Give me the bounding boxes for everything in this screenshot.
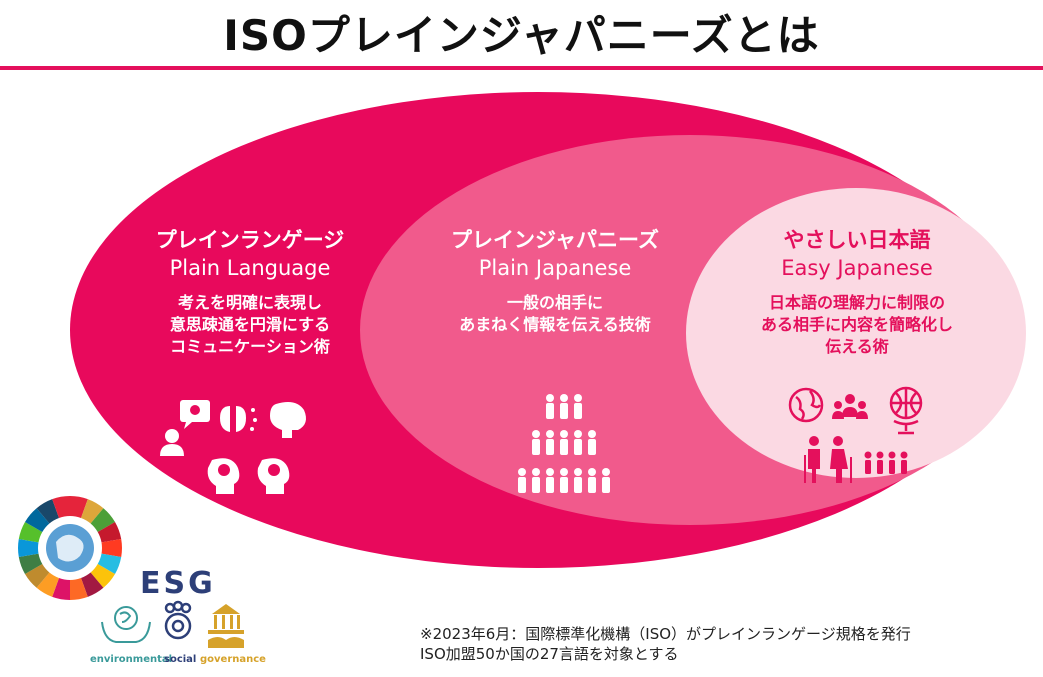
esg-social-label: social xyxy=(164,654,197,665)
esg-environmental-label: environmental xyxy=(90,654,173,665)
people-row-2 xyxy=(532,430,596,455)
plain-language-jp: プレインランゲージ xyxy=(155,228,345,252)
elderly-people-icon xyxy=(804,436,852,483)
people-row-1 xyxy=(546,394,582,419)
plain-language-block: プレインランゲージ Plain Language 考えを明確に表現し 意思疎通を… xyxy=(120,224,380,358)
sdgs-wheel-icon xyxy=(18,495,122,601)
brain-icon xyxy=(270,402,306,438)
footnote: ※2023年6月：国際標準化機構（ISO）がプレインランゲージ規格を発行 ISO… xyxy=(420,624,911,664)
footnote-line-2: ISO加盟50か国の27言語を対象とする xyxy=(420,645,679,663)
page-title: ISOプレインジャパニーズとは xyxy=(223,11,820,60)
environmental-icon xyxy=(101,606,151,643)
globe-stand-icon xyxy=(889,386,923,435)
easy-japanese-block: やさしい日本語 Easy Japanese 日本語の理解力に制限の ある相手に内… xyxy=(722,224,992,358)
esg-governance-label: governance xyxy=(200,654,266,665)
plain-language-desc: 考えを明確に表現し 意思疎通を円滑にする コミュニケーション術 xyxy=(169,293,331,356)
inner-ellipse-easy-japanese xyxy=(686,188,1026,478)
plain-language-en: Plain Language xyxy=(169,256,331,280)
easy-japanese-icons xyxy=(788,386,923,483)
children-icon xyxy=(864,451,908,474)
people-row-3 xyxy=(518,468,610,493)
plain-japanese-en: Plain Japanese xyxy=(478,256,632,280)
plain-japanese-block: プレインジャパニーズ Plain Japanese 一般の相手に あまねく情報を… xyxy=(420,224,690,336)
head-brain-icon xyxy=(207,458,240,494)
easy-japanese-jp: やさしい日本語 xyxy=(783,228,931,252)
communication-icons xyxy=(160,400,306,494)
esg-icons xyxy=(101,600,244,648)
easy-japanese-en: Easy Japanese xyxy=(781,256,933,280)
title-underline xyxy=(0,66,1043,70)
plain-japanese-desc: 一般の相手に あまねく情報を伝える技術 xyxy=(459,293,651,334)
head-lightbulb-icon xyxy=(257,458,290,494)
idea-speaker-icon xyxy=(160,400,210,456)
governance-icon xyxy=(208,604,244,648)
group-people-icon xyxy=(832,394,868,419)
footnote-line-1: ※2023年6月：国際標準化機構（ISO）がプレインランゲージ規格を発行 xyxy=(420,625,911,643)
people-pyramid-icon xyxy=(518,394,610,493)
brain-heart-icon xyxy=(220,406,257,432)
esg-title: ESG xyxy=(140,566,216,601)
social-icon xyxy=(164,600,192,640)
plain-japanese-jp: プレインジャパニーズ xyxy=(451,228,659,252)
easy-japanese-desc: 日本語の理解力に制限の ある相手に内容を簡略化し 伝える術 xyxy=(760,293,953,356)
globe-map-icon xyxy=(788,387,824,423)
